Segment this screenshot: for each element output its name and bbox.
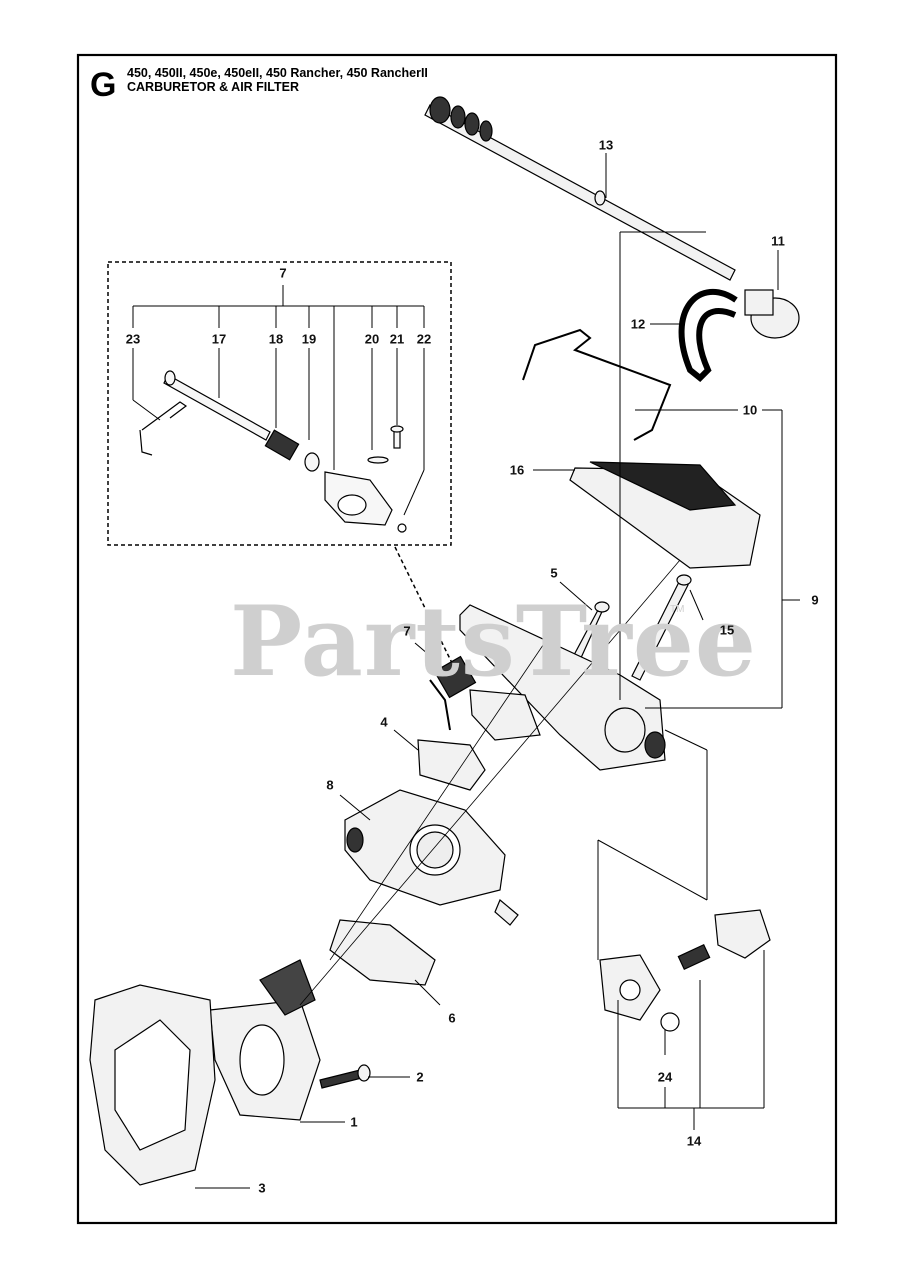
- callout-5[interactable]: 5: [550, 565, 558, 581]
- callout-18[interactable]: 18: [268, 331, 284, 347]
- callout-11[interactable]: 11: [771, 233, 785, 249]
- callout-16[interactable]: 16: [509, 462, 525, 478]
- watermark-trademark: TM: [670, 604, 685, 615]
- callout-19[interactable]: 19: [301, 331, 317, 347]
- callout-6[interactable]: 6: [448, 1010, 456, 1026]
- detail-box: [107, 261, 452, 546]
- section-letter: G: [90, 66, 117, 104]
- callout-17[interactable]: 17: [211, 331, 227, 347]
- detail-parts: [139, 370, 407, 533]
- leader-lines: [195, 153, 800, 1189]
- callout-7[interactable]: 7: [403, 623, 411, 639]
- callout-1[interactable]: 1: [350, 1114, 358, 1130]
- main-assembly: [89, 96, 800, 1186]
- watermark: PartsTree: [230, 585, 757, 698]
- detail-leader: [394, 546, 453, 664]
- page-border: [76, 53, 838, 1225]
- callout-2[interactable]: 2: [416, 1069, 424, 1085]
- callout-24[interactable]: 24: [657, 1069, 673, 1085]
- model-list: 450, 450II, 450e, 450eII, 450 Rancher, 4…: [127, 66, 428, 80]
- callout-12[interactable]: 12: [630, 316, 646, 332]
- callout-8[interactable]: 8: [326, 777, 334, 793]
- callout-15[interactable]: 15: [719, 622, 735, 638]
- callout-22[interactable]: 22: [416, 331, 432, 347]
- diagram-title: CARBURETOR & AIR FILTER: [127, 80, 299, 94]
- callout-3[interactable]: 3: [258, 1180, 266, 1196]
- callout-9[interactable]: 9: [811, 592, 819, 608]
- callout-21[interactable]: 21: [389, 331, 405, 347]
- detail-bracket: [132, 285, 425, 516]
- callout-14[interactable]: 14: [686, 1133, 702, 1149]
- callout-13[interactable]: 13: [598, 137, 614, 153]
- callout-10[interactable]: 10: [742, 402, 758, 418]
- callout-20[interactable]: 20: [364, 331, 380, 347]
- callout-4[interactable]: 4: [380, 714, 388, 730]
- callout-23[interactable]: 23: [125, 331, 141, 347]
- callout-7-detail[interactable]: 7: [279, 265, 287, 281]
